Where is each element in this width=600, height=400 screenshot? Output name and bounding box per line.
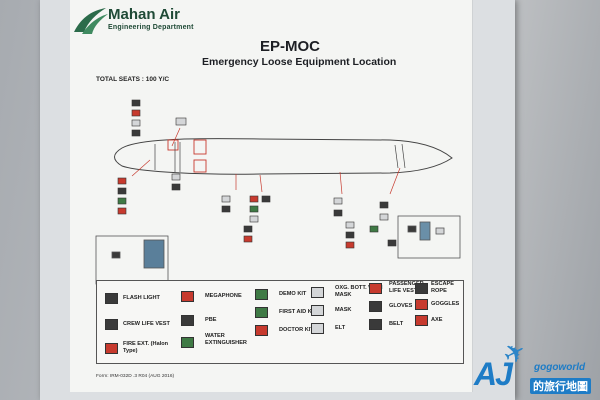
crew-life-vest-icon (105, 319, 118, 330)
goggles-icon (415, 299, 428, 310)
legend-label-demo-kit: DEMO KIT (279, 291, 307, 297)
passenger-life-vest-icon (369, 283, 382, 294)
demo-kit-icon (255, 289, 268, 300)
doctor-kit-icon (255, 325, 268, 336)
page-subtitle: Emergency Loose Equipment Location (202, 56, 397, 68)
legend-label-passenger-life-vest: PASSENGER LIFE VEST (389, 281, 424, 294)
brand-department: Engineering Department (108, 24, 194, 31)
fuselage-outline (114, 138, 453, 175)
brand-name: Mahan Air (108, 6, 180, 23)
legend-label-mask: MASK (335, 307, 352, 313)
legend-label-goggles: GOGGLES (431, 301, 460, 307)
watermark-logo: AJ (474, 356, 513, 392)
legend-label-pbe: PBE (205, 317, 217, 323)
oxygen-bottle-icon (311, 287, 324, 298)
equipment-legend: FLASH LIGHT CREW LIFE VEST FIRE EXT. (Ha… (96, 280, 464, 364)
cabin-compartments (167, 139, 207, 173)
first-aid-kit-icon (255, 307, 268, 318)
legend-label-first-aid-kit: FIRST AID KIT (279, 309, 317, 315)
legend-label-flash-light: FLASH LIGHT (123, 295, 160, 301)
total-seats-label: TOTAL SEATS : 100 Y/C (96, 76, 170, 83)
gloves-icon (369, 301, 382, 312)
legend-label-belt: BELT (389, 321, 404, 327)
legend-label-crew-life-vest: CREW LIFE VEST (123, 321, 170, 327)
galley-lines (154, 142, 406, 172)
fire-extinguisher-icon (105, 343, 118, 354)
pbe-icon (181, 315, 194, 326)
water-extinguisher-icon (181, 337, 194, 348)
watermark-chinese: 的旅行地圖 (530, 378, 591, 394)
escape-rope-icon (415, 283, 428, 294)
axe-icon (415, 315, 428, 326)
legend-label-elt: ELT (335, 325, 346, 331)
equipment-callout-icons (117, 99, 397, 249)
legend-label-doctor-kit: DOCTOR KIT (279, 327, 314, 333)
megaphone-icon (181, 291, 194, 302)
legend-label-megaphone: MEGAPHONE (205, 293, 242, 299)
legend-label-gloves: GLOVES (389, 303, 413, 309)
belt-icon (369, 319, 382, 330)
flashlight-icon (105, 293, 118, 304)
watermark-site: gogoworld (534, 362, 586, 373)
aft-equipment-box (397, 215, 461, 259)
page-title: EP-MOC (260, 38, 320, 55)
elt-icon (311, 323, 324, 334)
legend-label-water-extinguisher: WATER EXTINGUISHER (205, 333, 247, 346)
legend-label-escape-rope: ESCAPE ROPE (431, 281, 455, 294)
legend-label-fire-ext: FIRE EXT. (Halon Type) (123, 341, 169, 354)
forward-door-box (95, 235, 169, 285)
form-reference: Form: IRM-032D .3 R04 (AUG 2016) (96, 374, 175, 379)
mask-icon (311, 305, 324, 316)
airline-logo-icon (74, 8, 108, 34)
leader-lines (131, 127, 401, 195)
legend-label-oxg-bott: OXG. BOTT. WITH MASK (335, 285, 383, 298)
legend-label-axe: AXE (431, 317, 443, 323)
